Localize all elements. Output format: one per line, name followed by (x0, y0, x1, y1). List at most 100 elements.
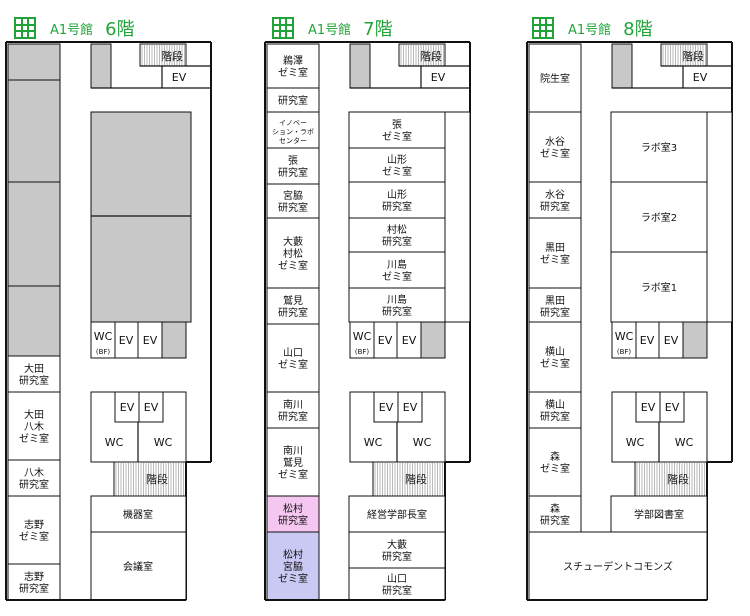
room (348, 181, 446, 219)
room-label: 水谷ゼミ室 (540, 136, 570, 160)
room-label: 水谷研究室 (540, 189, 570, 213)
wc-label: WC (105, 436, 124, 449)
room (7, 459, 61, 497)
room (348, 287, 446, 323)
room (444, 111, 471, 323)
room-label: 森ゼミ室 (540, 450, 570, 475)
room (528, 43, 582, 113)
shaded-area (90, 111, 192, 323)
ev-label: EV (119, 334, 134, 347)
ev (397, 391, 423, 423)
wc-label: WC (94, 330, 113, 343)
room (266, 323, 320, 393)
room-label: 鷲見研究室 (278, 294, 308, 319)
ev (138, 391, 164, 423)
room (266, 427, 320, 497)
ev-label: EV (143, 334, 158, 347)
ev (396, 321, 422, 359)
wc-bf (349, 321, 375, 359)
room-label: 鵜澤ゼミ室 (278, 54, 308, 79)
shaded-area (7, 181, 61, 287)
room-label: 学部図書室 (634, 508, 684, 521)
room (266, 217, 320, 289)
wc-bf (611, 321, 637, 359)
ev-label: EV (378, 334, 393, 347)
room (528, 287, 582, 325)
room (528, 111, 582, 183)
ev-label: EV (403, 401, 418, 414)
stair-top-label: 階段 (682, 49, 704, 63)
shaded-area (7, 43, 61, 81)
floor-label: 6階 (105, 19, 135, 40)
room-label: ラボ室3 (641, 141, 677, 154)
room (610, 111, 708, 183)
wc-label: WC (626, 436, 645, 449)
room (266, 111, 320, 149)
stair-hatch (400, 44, 444, 66)
room-label: 松村研究室 (278, 502, 308, 527)
room-label: 南川鷲見ゼミ室 (278, 444, 308, 481)
room-label: 志野ゼミ室 (19, 518, 49, 543)
stair-hatch (141, 44, 185, 66)
room-label: 大藪村松ゼミ室 (278, 235, 308, 272)
ev-top-label: EV (431, 71, 446, 84)
wc-label: WC (675, 436, 694, 449)
shaded-area (682, 321, 708, 359)
room (266, 391, 320, 429)
building-name: A1号館 (308, 22, 352, 38)
room-label: 会議室 (123, 560, 153, 573)
room-label: 張ゼミ室 (382, 119, 412, 143)
room (610, 251, 708, 323)
room (7, 563, 61, 601)
room-label: 大田八木ゼミ室 (19, 408, 49, 445)
room-label: 川島ゼミ室 (382, 258, 412, 283)
room (90, 531, 187, 601)
room (348, 531, 446, 569)
stair-hatch (115, 462, 184, 496)
room-label: 院生室 (540, 72, 570, 85)
stair-bottom-label: 階段 (405, 472, 427, 486)
floor-label: 7階 (363, 19, 393, 40)
room-label: 森研究室 (540, 502, 570, 527)
ev-label: EV (664, 334, 679, 347)
floor-label: 8階 (623, 19, 653, 40)
building-name: A1号館 (50, 22, 94, 38)
room (528, 427, 582, 497)
shaded-area (420, 321, 446, 359)
stair-top-label: 階段 (420, 49, 442, 63)
stair-hatch (636, 462, 705, 496)
room-label: 志野研究室 (19, 570, 49, 595)
stair-bottom-label: 階段 (146, 472, 168, 486)
room-label: 松村宮脇ゼミ室 (278, 548, 308, 585)
room-label: 大藪研究室 (382, 538, 412, 563)
room (348, 111, 446, 149)
shaded-area (7, 79, 61, 183)
ev-label: EV (665, 401, 680, 414)
room-label: 機器室 (123, 508, 153, 521)
wc-label: WC (353, 330, 372, 343)
room (266, 495, 320, 533)
wc-bf (90, 321, 116, 359)
room-label: 南川研究室 (278, 398, 308, 423)
room-label: 張研究室 (278, 155, 308, 179)
room (266, 43, 320, 89)
room (528, 495, 582, 533)
room (528, 531, 708, 601)
shaded-area (7, 285, 61, 357)
room-label: 黒田研究室 (540, 295, 570, 319)
header-6f: A1号館 6階 (14, 14, 135, 42)
ev-label: EV (120, 401, 135, 414)
stair-hatch (662, 44, 706, 66)
stair-hatch (374, 462, 443, 496)
wc-label: WC (413, 436, 432, 449)
building-icon (532, 17, 554, 39)
room-label: 山口研究室 (382, 573, 412, 597)
room (610, 181, 708, 253)
shaded-area (90, 43, 112, 89)
room-label: イノベーション・ラボセンター (272, 119, 314, 145)
room (7, 355, 61, 393)
ev-label: EV (641, 401, 656, 414)
room-label: 横山研究室 (540, 398, 570, 423)
room-label: 大田研究室 (19, 362, 49, 387)
